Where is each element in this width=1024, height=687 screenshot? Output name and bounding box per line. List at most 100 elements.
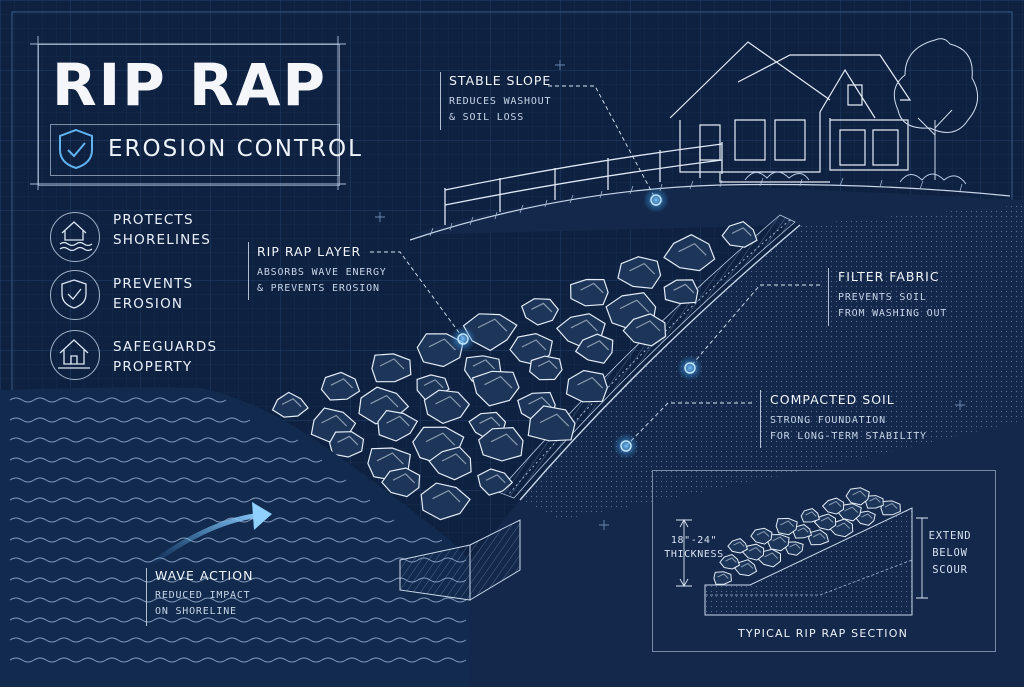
rock-facet — [528, 396, 552, 408]
wave-line — [9, 577, 467, 583]
rock-shape — [527, 405, 576, 442]
rock-facet — [425, 432, 456, 446]
rock-shape — [371, 353, 412, 383]
callout-desc-line: ABSORBS WAVE ENERGY — [257, 267, 387, 278]
rock-facet — [485, 474, 506, 484]
wave-line — [9, 417, 251, 423]
rock-shape — [792, 524, 813, 539]
rock-shape — [719, 553, 741, 570]
rock-facet — [539, 413, 570, 427]
wave-line — [9, 617, 467, 623]
callout-bar — [440, 72, 441, 130]
rock-facet — [844, 506, 859, 513]
rock-facet — [521, 339, 547, 351]
callout-bar — [146, 568, 147, 626]
rock-facet — [629, 262, 656, 275]
rock-shape — [520, 298, 560, 326]
rock-facet — [673, 283, 695, 294]
benefit-line: EROSION — [113, 296, 184, 312]
callout-desc-line: REDUCES WASHOUT — [449, 96, 552, 107]
rock-facet — [580, 282, 604, 294]
rock-facet — [756, 530, 770, 537]
callout-desc-line: PREVENTS SOIL — [838, 292, 927, 303]
rock-shape — [471, 370, 520, 407]
rock-facet — [586, 340, 610, 351]
thickness-label: THICKNESS — [664, 549, 724, 560]
rock-facet — [725, 557, 737, 563]
callout-filter-fabric-desc: PREVENTS SOIL FROM WASHING OUT — [838, 290, 947, 322]
rock-shape — [750, 527, 773, 545]
rock-shape — [565, 369, 609, 403]
rock-facet — [772, 536, 787, 543]
toe-footing — [399, 519, 521, 601]
benefit-line: SHORELINES — [113, 232, 211, 248]
rock-facet — [379, 358, 405, 370]
benefit-line: SAFEGUARDS — [113, 339, 218, 355]
rock-facet — [423, 379, 444, 389]
callout-desc-line: REDUCED IMPACT — [155, 590, 251, 601]
rock-shape — [663, 234, 716, 272]
rock-facet — [337, 435, 359, 446]
rock-facet — [635, 320, 661, 332]
rock-facet — [428, 338, 456, 351]
callout-desc-line: & PREVENTS EROSION — [257, 283, 380, 294]
rock-facet — [820, 516, 834, 523]
callout-bar — [760, 390, 761, 448]
rock-facet — [828, 500, 842, 507]
page-title: RIP RAP — [52, 51, 327, 119]
rock-shape — [320, 371, 361, 401]
benefit-erosion: PREVENTS EROSION — [113, 274, 193, 314]
rock-shape — [617, 256, 662, 289]
wave-line — [9, 457, 323, 463]
page-subtitle: EROSION CONTROL — [108, 136, 363, 162]
rock-shape — [423, 389, 471, 425]
rock-shape — [663, 279, 699, 305]
wave-line — [9, 557, 467, 563]
callout-wave-action-title: WAVE ACTION — [155, 568, 254, 583]
rock-facet — [812, 532, 826, 539]
section-caption: TYPICAL RIP RAP SECTION — [737, 627, 909, 640]
rock-facet — [748, 546, 762, 553]
rock-facet — [490, 433, 518, 446]
rock-shape — [377, 409, 419, 442]
wave-line — [9, 517, 395, 523]
extend-line: BELOW — [932, 547, 968, 559]
wave-line — [9, 537, 443, 543]
benefit-icon-ring — [50, 212, 100, 262]
rock-shape — [477, 468, 514, 496]
wave-line — [9, 397, 227, 403]
extend-line: SCOUR — [932, 564, 968, 576]
callout-desc-line: & SOIL LOSS — [449, 112, 525, 123]
rock-facet — [861, 513, 873, 519]
section-drawing — [676, 487, 928, 616]
house-drawing — [669, 41, 912, 183]
wave-line — [9, 437, 299, 443]
rock-shape — [428, 446, 472, 481]
rock-facet — [717, 573, 729, 579]
benefit-property: SAFEGUARDS PROPERTY — [113, 337, 217, 377]
rock-facet — [330, 378, 354, 389]
rock-facet — [869, 497, 881, 503]
rock-facet — [733, 541, 745, 547]
rock-facet — [484, 375, 513, 389]
tree-drawing — [893, 38, 979, 180]
extend-below-scour-label: EXTEND BELOW SCOUR — [928, 528, 972, 579]
rock-facet — [477, 318, 508, 332]
callout-bar — [248, 242, 249, 300]
benefit-line: PROPERTY — [113, 359, 193, 375]
rock-facet — [805, 511, 817, 517]
rock-shape — [721, 221, 758, 248]
rock-shape — [478, 426, 524, 462]
callout-wave-action-desc: REDUCED IMPACT ON SHORELINE — [155, 588, 251, 620]
rock-facet — [370, 394, 399, 408]
callout-desc-line: FROM WASHING OUT — [838, 308, 948, 319]
rock-shape — [462, 313, 518, 352]
rock-facet — [321, 414, 348, 427]
callout-compacted-soil-desc: STRONG FOUNDATION FOR LONG-TERM STABILIT… — [770, 413, 927, 445]
rock-facet — [852, 490, 867, 497]
rock-facet — [884, 502, 898, 509]
rock-facet — [281, 398, 302, 408]
rock-facet — [435, 395, 462, 408]
wave-line — [9, 657, 467, 663]
